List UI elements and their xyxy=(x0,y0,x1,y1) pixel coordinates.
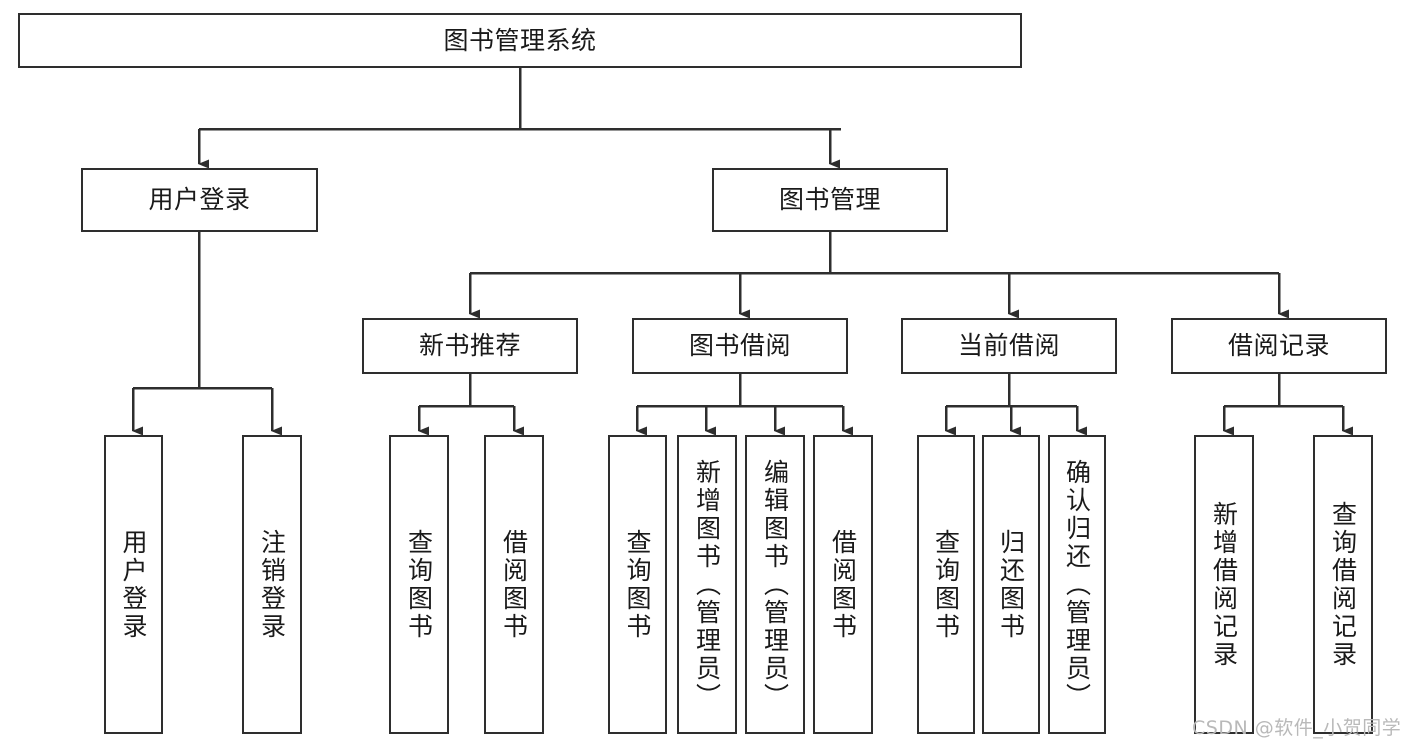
node-label: 新书推荐 xyxy=(418,331,521,360)
node-label: 当前借阅 xyxy=(957,331,1060,360)
node-current-borrow[interactable]: 当前借阅 xyxy=(901,318,1117,374)
node-label: 借阅图书 xyxy=(828,528,858,641)
node-label: 确认归还（管理员） xyxy=(1062,458,1092,711)
node-leaf-confirm-return[interactable]: 确认归还（管理员） xyxy=(1048,435,1106,734)
node-leaf-query-book-current[interactable]: 查询图书 xyxy=(917,435,975,734)
node-label: 查询借阅记录 xyxy=(1328,500,1358,669)
node-new-book-recommend[interactable]: 新书推荐 xyxy=(362,318,578,374)
node-leaf-borrow-book[interactable]: 借阅图书 xyxy=(813,435,873,734)
node-leaf-add-borrow-record[interactable]: 新增借阅记录 xyxy=(1194,435,1254,734)
node-label: 查询图书 xyxy=(931,528,961,641)
node-label: 新增借阅记录 xyxy=(1209,500,1239,669)
node-label: 查询图书 xyxy=(623,528,652,641)
node-leaf-query-borrow-record[interactable]: 查询借阅记录 xyxy=(1313,435,1373,734)
node-label: 图书借阅 xyxy=(688,331,791,360)
node-label: 注销登录 xyxy=(257,528,287,641)
node-leaf-borrow-book-recommend[interactable]: 借阅图书 xyxy=(484,435,544,734)
node-label: 图书管理系统 xyxy=(443,25,597,55)
node-root-book-management-system[interactable]: 图书管理系统 xyxy=(18,13,1022,68)
node-borrow-record[interactable]: 借阅记录 xyxy=(1171,318,1387,374)
node-leaf-add-book[interactable]: 新增图书（管理员） xyxy=(677,435,737,734)
node-book-management[interactable]: 图书管理 xyxy=(712,168,948,232)
node-label: 用户登录 xyxy=(119,528,148,641)
node-label: 借阅记录 xyxy=(1227,331,1330,360)
node-leaf-user-login[interactable]: 用户登录 xyxy=(104,435,163,734)
node-user-login[interactable]: 用户登录 xyxy=(81,168,318,232)
node-label: 新增图书（管理员） xyxy=(692,458,722,711)
node-label: 借阅图书 xyxy=(499,528,529,641)
node-leaf-logout-login[interactable]: 注销登录 xyxy=(242,435,302,734)
node-label: 归还图书 xyxy=(996,528,1026,641)
node-label: 编辑图书（管理员） xyxy=(760,458,790,711)
node-leaf-edit-book[interactable]: 编辑图书（管理员） xyxy=(745,435,805,734)
node-leaf-query-book-recommend[interactable]: 查询图书 xyxy=(389,435,449,734)
node-label: 查询图书 xyxy=(404,528,434,641)
node-label: 用户登录 xyxy=(148,185,251,214)
node-leaf-query-book-borrow[interactable]: 查询图书 xyxy=(608,435,667,734)
node-leaf-return-book[interactable]: 归还图书 xyxy=(982,435,1040,734)
node-label: 图书管理 xyxy=(778,185,881,214)
csdn-watermark: CSDN @软件_小贺同学 xyxy=(1192,717,1402,739)
node-book-borrow[interactable]: 图书借阅 xyxy=(632,318,848,374)
